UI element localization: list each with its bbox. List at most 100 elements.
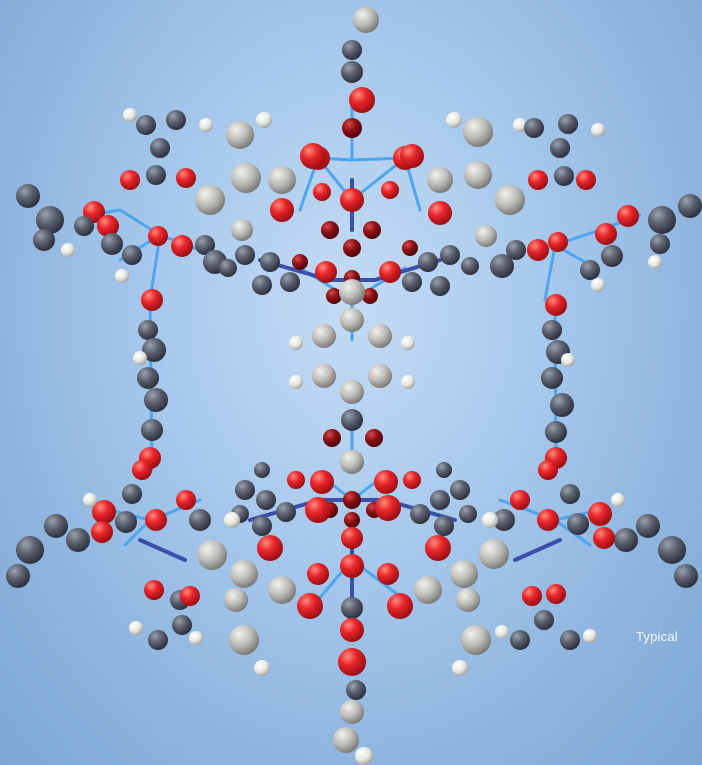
oxygen-atom <box>522 586 542 606</box>
carbon-atom <box>560 630 580 650</box>
oxygen-atom <box>595 223 617 245</box>
oxygen-atom <box>400 144 424 168</box>
carbon-atom <box>346 680 366 700</box>
carbon-atom <box>122 245 142 265</box>
carbon-atom <box>459 505 477 523</box>
oxygen-atom <box>340 554 364 578</box>
hydrogen-atom <box>452 660 468 676</box>
carbon-atom <box>341 409 363 431</box>
oxygen-atom-dark <box>323 429 341 447</box>
bond <box>513 538 562 562</box>
oxygen-atom <box>538 460 558 480</box>
carbon-atom-light <box>197 540 227 570</box>
carbon-atom-light <box>353 7 379 33</box>
carbon-atom-light <box>340 450 364 474</box>
oxygen-atom <box>120 170 140 190</box>
hydrogen-atom <box>199 118 213 132</box>
hydrogen-atom <box>224 512 240 528</box>
carbon-atom <box>16 536 44 564</box>
carbon-atom <box>101 233 123 255</box>
carbon-atom-light <box>340 308 364 332</box>
oxygen-atom-dark <box>342 118 362 138</box>
carbon-atom-light <box>479 539 509 569</box>
oxygen-atom <box>374 470 398 494</box>
oxygen-atom <box>403 471 421 489</box>
oxygen-atom <box>310 470 334 494</box>
oxygen-atom <box>593 527 615 549</box>
carbon-atom <box>144 388 168 412</box>
carbon-atom-light <box>461 625 491 655</box>
oxygen-atom <box>425 535 451 561</box>
carbon-atom <box>16 184 40 208</box>
oxygen-atom-dark <box>402 240 418 256</box>
carbon-atom <box>490 254 514 278</box>
carbon-atom <box>195 235 215 255</box>
carbon-atom <box>66 528 90 552</box>
carbon-atom <box>402 272 422 292</box>
carbon-atom <box>146 165 166 185</box>
carbon-atom <box>636 514 660 538</box>
carbon-atom-light <box>229 625 259 655</box>
carbon-atom <box>36 206 64 234</box>
oxygen-atom <box>132 460 152 480</box>
oxygen-atom <box>144 580 164 600</box>
oxygen-atom <box>428 201 452 225</box>
carbon-atom <box>260 252 280 272</box>
carbon-atom <box>6 564 30 588</box>
carbon-atom <box>142 338 166 362</box>
hydrogen-atom <box>591 123 605 137</box>
carbon-atom <box>436 462 452 478</box>
carbon-atom <box>122 484 142 504</box>
hydrogen-atom <box>61 243 75 257</box>
oxygen-atom <box>92 500 116 524</box>
carbon-atom <box>678 194 702 218</box>
carbon-atom-light <box>414 576 442 604</box>
hydrogen-atom <box>611 493 625 507</box>
oxygen-atom <box>548 232 568 252</box>
carbon-atom-light <box>195 185 225 215</box>
oxygen-atom <box>349 87 375 113</box>
hydrogen-atom <box>83 493 97 507</box>
carbon-atom <box>410 504 430 524</box>
carbon-atom <box>256 490 276 510</box>
carbon-atom <box>430 276 450 296</box>
oxygen-atom <box>307 563 329 585</box>
oxygen-atom <box>340 188 364 212</box>
carbon-atom <box>235 480 255 500</box>
hydrogen-atom <box>289 336 303 350</box>
hydrogen-atom <box>115 269 129 283</box>
carbon-atom <box>614 528 638 552</box>
oxygen-atom <box>300 143 326 169</box>
oxygen-atom <box>338 648 366 676</box>
carbon-atom-light <box>368 324 392 348</box>
oxygen-atom <box>257 535 283 561</box>
carbon-atom-light <box>464 161 492 189</box>
carbon-atom <box>166 110 186 130</box>
carbon-atom-light <box>340 380 364 404</box>
carbon-atom <box>560 484 580 504</box>
carbon-atom-light <box>268 166 296 194</box>
carbon-atom <box>418 252 438 272</box>
hydrogen-atom <box>133 351 147 365</box>
carbon-atom-light <box>224 588 248 612</box>
oxygen-atom-dark <box>363 221 381 239</box>
carbon-atom <box>567 513 589 535</box>
oxygen-atom <box>297 593 323 619</box>
carbon-atom <box>510 630 530 650</box>
carbon-atom <box>138 320 158 340</box>
oxygen-atom <box>528 170 548 190</box>
carbon-atom-light <box>230 560 258 588</box>
oxygen-atom <box>375 495 401 521</box>
oxygen-atom <box>546 584 566 604</box>
hydrogen-atom <box>482 512 498 528</box>
carbon-atom-light <box>450 560 478 588</box>
carbon-atom <box>150 138 170 158</box>
hydrogen-atom <box>189 631 203 645</box>
carbon-atom <box>341 597 363 619</box>
oxygen-atom <box>377 563 399 585</box>
oxygen-atom <box>313 183 331 201</box>
oxygen-atom <box>379 261 401 283</box>
carbon-atom-light <box>495 185 525 215</box>
